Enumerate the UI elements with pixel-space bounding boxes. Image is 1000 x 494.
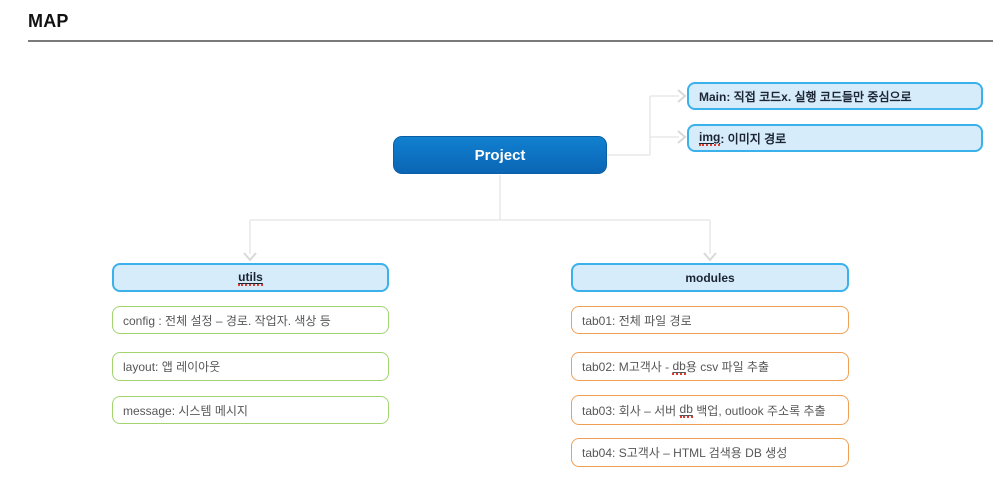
- node-config-label: config : 전체 설정 – 경로. 작업자. 색상 등: [123, 313, 331, 328]
- node-tab01-label: tab01: 전체 파일 경로: [582, 313, 692, 328]
- connector-down-branches: [249, 175, 711, 254]
- arrow-right-main-icon: [677, 89, 687, 103]
- node-tab02-prefix: tab02: M고객사 -: [582, 360, 673, 374]
- arrow-right-img-icon: [677, 130, 687, 144]
- node-main-label: Main: 직접 코드x. 실행 코드들만 중심으로: [699, 89, 912, 104]
- node-utils-label: utils: [238, 269, 263, 286]
- node-tab03-rest: 백업, outlook 주소록 추출: [692, 403, 826, 418]
- node-img-keyword: img: [699, 130, 721, 146]
- node-tab02-rest: 용 csv 파일 추출: [685, 360, 770, 374]
- node-message-label: message: 시스템 메시지: [123, 403, 248, 418]
- node-modules-label: modules: [685, 270, 735, 285]
- page-title: MAP: [28, 11, 69, 31]
- node-tab03[interactable]: tab03: 회사 – 서버 db 백업, outlook 주소록 추출: [571, 395, 849, 425]
- connector-right-branches: [607, 95, 679, 156]
- node-tab04[interactable]: tab04: S고객사 – HTML 검색용 DB 생성: [571, 438, 849, 467]
- node-project-label: Project: [474, 146, 526, 164]
- node-utils-header[interactable]: utils: [112, 263, 389, 292]
- node-img-label: : 이미지 경로: [720, 131, 787, 146]
- node-config[interactable]: config : 전체 설정 – 경로. 작업자. 색상 등: [112, 306, 389, 334]
- node-tab03-prefix: tab03: 회사 – 서버: [582, 403, 680, 418]
- node-project[interactable]: Project: [393, 136, 607, 174]
- title-divider: [28, 40, 993, 42]
- arrow-down-utils-icon: [243, 252, 257, 262]
- node-layout-label: layout: 앱 레이아웃: [123, 360, 221, 374]
- arrow-down-modules-icon: [703, 252, 717, 262]
- node-message[interactable]: message: 시스템 메시지: [112, 396, 389, 424]
- node-tab01[interactable]: tab01: 전체 파일 경로: [571, 306, 849, 334]
- node-layout[interactable]: layout: 앱 레이아웃: [112, 352, 389, 381]
- node-main-note[interactable]: Main: 직접 코드x. 실행 코드들만 중심으로: [687, 82, 983, 110]
- node-modules-header[interactable]: modules: [571, 263, 849, 292]
- node-tab03-keyword: db: [679, 402, 693, 418]
- node-img-note[interactable]: img: 이미지 경로: [687, 124, 983, 152]
- node-tab04-label: tab04: S고객사 – HTML 검색용 DB 생성: [582, 446, 788, 460]
- node-tab02-keyword: db: [672, 358, 686, 375]
